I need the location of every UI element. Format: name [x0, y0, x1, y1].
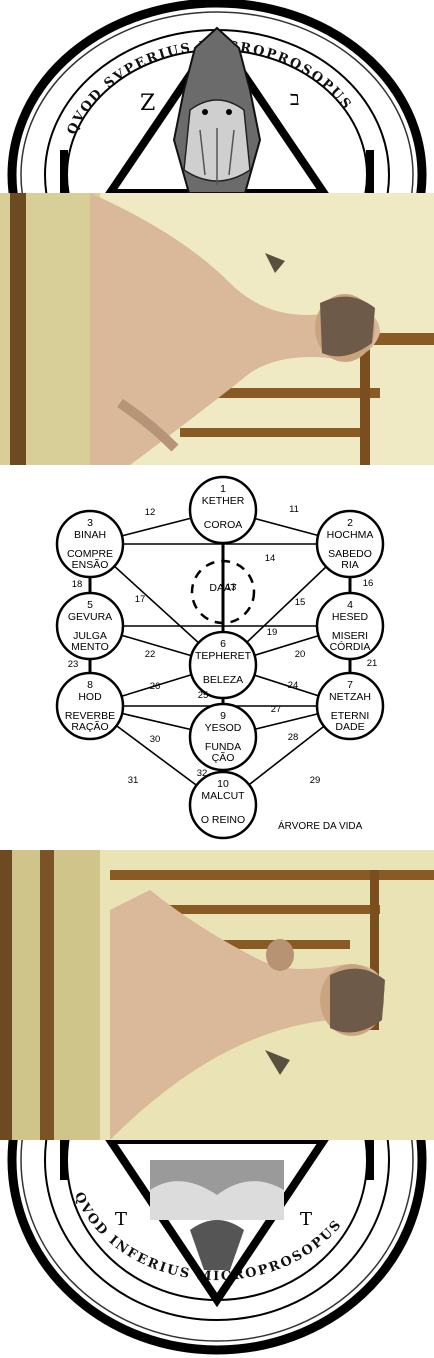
sephira-4-line-1: HESED [332, 611, 369, 623]
sephira-circle-9 [188, 702, 258, 772]
sephira-4-line-2: MISERI [332, 630, 368, 642]
sephira-8-line-3: RAÇÃO [71, 720, 108, 733]
top-seal: QVOD SVPERIUS MACROPROSOPUS Z ב [0, 0, 434, 193]
sephira-circle-7 [315, 671, 385, 741]
svg-text:ב: ב [290, 86, 300, 110]
sephira-5-line-2: JULGA [73, 630, 107, 642]
path-number-30: 30 [150, 734, 161, 745]
sephira-9-line-1: YESOD [205, 722, 242, 734]
daat-circle [190, 559, 256, 625]
sephira-7-line-0: 7 [347, 679, 353, 691]
mirror-photo-icon [0, 850, 434, 1140]
sephira-3-line-1: BINAH [74, 529, 106, 541]
sephira-8-line-0: 8 [87, 679, 93, 691]
sephira-daat: DAAT [209, 582, 237, 594]
sephira-5-line-3: MENTO [71, 641, 109, 653]
top-photo [0, 193, 434, 465]
mirror-photo-icon [0, 193, 434, 465]
path-number-13: 13 [226, 582, 237, 593]
sephira-circle-4 [315, 591, 385, 661]
sephira-2-line-2: SABEDO [328, 548, 372, 560]
sephira-2-line-3: RIA [341, 559, 359, 571]
sephira-4-line-3: CÓRDIA [330, 640, 371, 653]
sephira-3-line-3: ENSÃO [72, 558, 109, 571]
sephira-10-line-1: MALCUT [201, 790, 245, 802]
sephira-1-line-1: KETHER [202, 495, 245, 507]
sephira-circle-10 [188, 770, 258, 840]
path-number-15: 15 [295, 597, 306, 608]
sephira-8-line-1: HOD [78, 691, 102, 703]
path-number-21: 21 [367, 658, 378, 669]
path-number-25: 25 [198, 690, 209, 701]
sephira-3-line-0: 3 [87, 517, 93, 529]
svg-text:T: T [300, 1209, 312, 1230]
path-number-31: 31 [128, 775, 139, 786]
path-number-12: 12 [145, 507, 156, 518]
path-number-16: 16 [363, 578, 374, 589]
sephira-8-line-2: REVERBE [65, 710, 115, 722]
sephira-1-line-0: 1 [220, 483, 226, 495]
path-number-32: 32 [197, 768, 208, 779]
path-number-14: 14 [265, 553, 276, 564]
sephira-circle-5 [55, 591, 125, 661]
svg-text:T: T [115, 1209, 127, 1230]
sephira-1-line-2: COROA [204, 519, 243, 531]
path-number-20: 20 [295, 649, 306, 660]
sephira-10-line-2: O REINO [201, 814, 245, 826]
path-number-29: 29 [310, 775, 321, 786]
path-number-22: 22 [145, 649, 156, 660]
tree-caption: ÁRVORE DA VIDA [278, 819, 363, 832]
sephira-9-line-0: 9 [220, 710, 226, 722]
sephira-9-line-2: FUNDA [205, 741, 241, 753]
sephira-5-line-1: GEVURA [68, 611, 112, 623]
path-number-19: 19 [267, 627, 278, 638]
sephira-6-line-1: TEPHERET [195, 650, 252, 662]
sephira-9-line-3: ÇÃO [212, 751, 235, 764]
sephira-2-line-0: 2 [347, 517, 353, 529]
path-number-27: 27 [271, 704, 282, 715]
sephira-circle-8 [55, 671, 125, 741]
sephira-circle-1 [188, 475, 258, 545]
sephira-7-line-2: ETERNI [331, 710, 370, 722]
sephira-5-line-0: 5 [87, 599, 93, 611]
path-number-26: 26 [150, 681, 161, 692]
ouroboros-seal-icon: QVOD SVPERIUS MACROPROSOPUS Z ב [7, 0, 427, 193]
path-number-17: 17 [135, 594, 146, 605]
sephira-3-line-2: COMPRE [67, 548, 113, 560]
sephira-circle-3 [55, 509, 125, 579]
svg-text:Z: Z [140, 91, 155, 116]
path-number-24: 24 [288, 680, 299, 691]
sephira-circle-6 [188, 630, 258, 700]
bottom-photo [0, 850, 434, 1140]
sephira-6-line-0: 6 [220, 638, 226, 650]
sephira-2-line-1: HOCHMA [327, 529, 374, 541]
path-number-18: 18 [72, 579, 83, 590]
sephira-4-line-0: 4 [347, 599, 353, 611]
ouroboros-seal-icon: QVOD INFERIUS MICROPROSOPUS T T [7, 1140, 427, 1355]
path-number-23: 23 [68, 659, 79, 670]
path-number-28: 28 [288, 732, 299, 743]
sephira-10-line-0: 10 [217, 778, 229, 790]
bottom-seal: QVOD INFERIUS MICROPROSOPUS T T [0, 1140, 434, 1358]
sephira-6-line-2: BELEZA [203, 674, 243, 686]
path-number-11: 11 [289, 504, 299, 515]
sephira-7-line-1: NETZAH [329, 691, 371, 703]
sephira-7-line-3: DADE [335, 721, 364, 733]
sephira-daat-line-0: DAAT [209, 582, 237, 594]
sephira-circle-2 [315, 509, 385, 579]
